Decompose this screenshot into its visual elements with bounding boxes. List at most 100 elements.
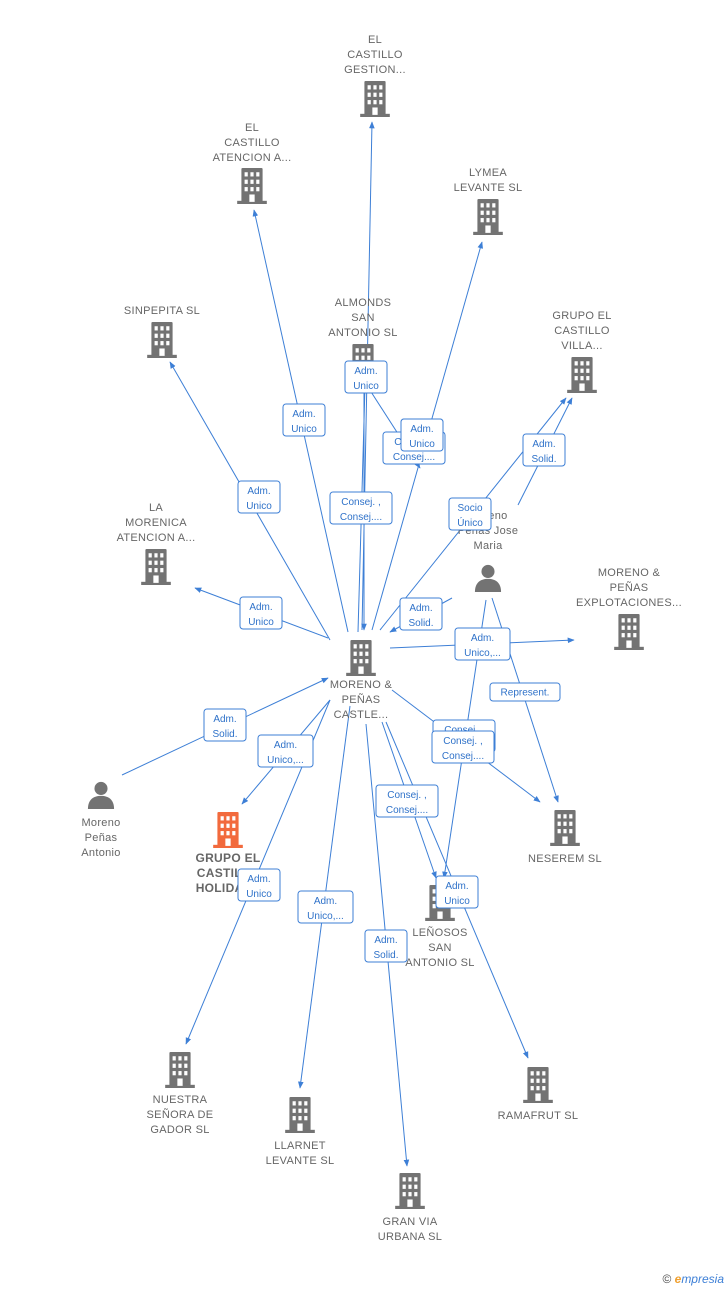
node-label: GRUPO EL (552, 310, 611, 322)
role-label-text: Consej.... (393, 452, 435, 463)
role-label-text: Solid. (373, 950, 398, 961)
role-label-text: Consej. , (443, 736, 482, 747)
node-label: MORENO & (598, 567, 661, 579)
role-label-center-to-castillo_atencion[interactable]: Adm. Unico (282, 403, 326, 437)
role-label-text: Consej.... (442, 751, 484, 762)
node-neserem[interactable]: NESEREM SL (528, 810, 602, 865)
node-label: CASTILLO (347, 49, 403, 61)
role-label-box (400, 418, 444, 452)
role-label-box (203, 708, 247, 742)
role-label-text: Adm. (249, 602, 272, 613)
role-label-box (297, 890, 354, 924)
role-label-box (448, 497, 492, 531)
role-label-center-to-ramafrut[interactable]: Consej. , Consej.... (431, 730, 495, 764)
role-label-center-to-explotaciones[interactable]: Adm.Unico,... (454, 627, 511, 661)
role-label-center-to-granvia[interactable]: Adm.Solid. (364, 929, 408, 963)
role-label-box (237, 868, 281, 902)
role-label-text: Único (457, 516, 483, 529)
node-label: Antonio (81, 847, 120, 859)
role-label-moreno_antonio-to-center[interactable]: Adm.Solid. (203, 708, 247, 742)
role-label-text: Adm. (274, 740, 297, 751)
role-label-box (329, 491, 393, 525)
role-label-text: Unico (353, 381, 379, 392)
building-icon (473, 199, 503, 235)
building-icon (550, 810, 580, 846)
node-label: RAMAFRUT SL (498, 1110, 579, 1122)
role-label-moreno_jose-to-center[interactable]: Adm.Solid. (399, 597, 443, 631)
role-label-box (522, 433, 566, 467)
building-icon (285, 1097, 315, 1133)
building-icon (523, 1067, 553, 1103)
node-label: SINPEPITA SL (124, 305, 200, 317)
node-label: LEVANTE SL (454, 182, 523, 194)
role-label-center-to-morenica[interactable]: Adm.Unico (239, 596, 283, 630)
node-castillo_gestion[interactable]: ELCASTILLOGESTION... (344, 34, 406, 117)
role-label-center-to-llarnet[interactable]: Adm.Unico,... (297, 890, 354, 924)
role-label-box (435, 875, 479, 909)
node-label: LLARNET (274, 1140, 326, 1152)
role-label-center-to-lenosos[interactable]: Consej. ,Consej.... (375, 784, 439, 818)
role-label-box (364, 929, 408, 963)
role-label-text: Adm. (409, 603, 432, 614)
role-label-text: Adm. (471, 633, 494, 644)
role-label-text: Adm. (247, 486, 270, 497)
role-label-text: Unico (291, 424, 317, 435)
role-label-box (399, 597, 443, 631)
role-label-moreno_jose-to-grupo_villa[interactable]: Adm.Solid. (522, 433, 566, 467)
role-label-text: Unico,... (267, 755, 304, 766)
role-label-almonds-to-center[interactable]: Adm. Unico (400, 418, 444, 452)
node-explotaciones[interactable]: MORENO &PEÑASEXPLOTACIONES... (576, 567, 682, 650)
role-label-center-to-sinpepita[interactable]: Adm.Unico (237, 480, 281, 514)
role-label-text: Unico (444, 896, 470, 907)
role-label-center-to-castillo_gestion[interactable]: Adm.Unico (344, 360, 388, 394)
role-label-text: Unico (409, 439, 435, 450)
role-label-center-to-almonds[interactable]: Consej. ,Consej.... (329, 491, 393, 525)
node-label: CASTLE... (334, 709, 389, 721)
copyright-symbol: © (662, 1272, 672, 1286)
building-icon (346, 640, 376, 676)
role-label-center-to-grupo_holiday[interactable]: Adm. Unico,... (257, 734, 314, 768)
node-label: NUESTRA (153, 1094, 208, 1106)
node-label: MORENO & (330, 679, 393, 691)
building-icon (165, 1052, 195, 1088)
building-icon (141, 549, 171, 585)
building-icon (213, 812, 243, 848)
node-label: LA (149, 502, 163, 514)
role-label-moreno_jose-to-lenosos[interactable]: Adm.Unico (435, 875, 479, 909)
role-label-moreno_jose-to-neserem[interactable]: Represent. (489, 682, 561, 702)
role-label-box (239, 596, 283, 630)
node-label: EXPLOTACIONES... (576, 597, 682, 609)
node-label: CASTILLO (554, 325, 610, 337)
role-label-box (257, 734, 314, 768)
node-label: ALMONDS (335, 297, 392, 309)
building-icon (237, 168, 267, 204)
node-grupo_villa[interactable]: GRUPO ELCASTILLOVILLA... (552, 310, 611, 393)
building-icon (147, 322, 177, 358)
brand-initial: e (674, 1272, 682, 1286)
building-icon (395, 1173, 425, 1209)
node-ramafrut[interactable]: RAMAFRUT SL (498, 1067, 579, 1122)
role-label-text: Adm. (213, 714, 236, 725)
node-label: ATENCION A... (117, 532, 196, 544)
role-label-text: Adm. (292, 409, 315, 420)
node-label: LEVANTE SL (266, 1155, 335, 1167)
role-label-center-to-nuestra[interactable]: Adm.Unico (237, 868, 281, 902)
node-llarnet[interactable]: LLARNET LEVANTE SL (266, 1097, 335, 1167)
role-label-text: Adm. (314, 896, 337, 907)
role-label-text: Represent. (501, 688, 550, 699)
node-sinpepita[interactable]: SINPEPITA SL (124, 305, 200, 358)
role-label-text: Adm. (410, 424, 433, 435)
node-center[interactable]: MORENO &PEÑASCASTLE... (330, 640, 393, 721)
role-label-box (282, 403, 326, 437)
role-label-box (344, 360, 388, 394)
empresia-watermark[interactable]: © empresia (662, 1272, 724, 1286)
